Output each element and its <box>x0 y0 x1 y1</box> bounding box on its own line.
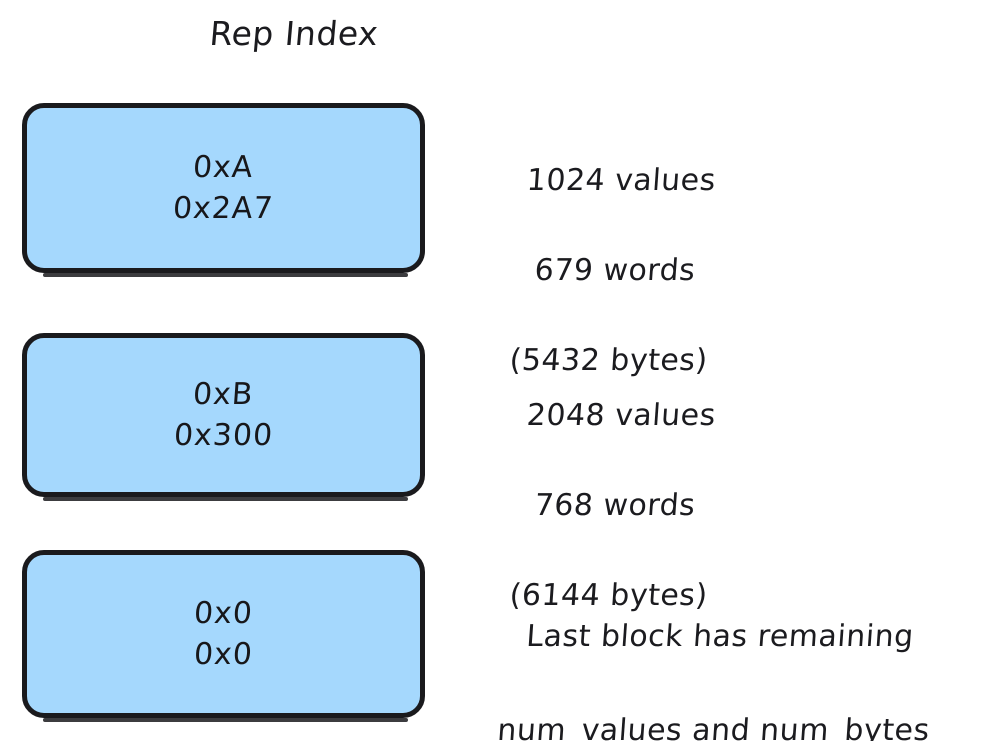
block-3-annotation: Last block has remaining num_values and … <box>425 566 993 741</box>
block-3-line-2: 0x0 <box>192 637 255 672</box>
rep-index-block-2[interactable]: 0xB 0x300 <box>22 333 425 501</box>
block-2-line-1: 0xB <box>192 377 255 412</box>
block-2-line-2: 0x300 <box>172 418 275 453</box>
block-2-annotation-values: 2048 values <box>525 398 718 433</box>
block-1-annotation-words: 679 words <box>533 253 697 288</box>
block-1-annotation-values: 1024 values <box>525 163 718 198</box>
rep-index-block-1[interactable]: 0xA 0x2A7 <box>22 103 425 277</box>
block-3-line-1: 0x0 <box>192 596 255 631</box>
block-3-annotation-line-2: num_values and num_bytes <box>496 713 931 741</box>
block-3-annotation-line-1: Last block has remaining <box>525 619 915 654</box>
block-2-annotation-words: 768 words <box>533 488 697 523</box>
block-1-line-1: 0xA <box>192 150 255 185</box>
rep-index-block-3[interactable]: 0x0 0x0 <box>22 550 425 722</box>
block-1-line-2: 0x2A7 <box>171 191 275 226</box>
page-title: Rep Index <box>208 14 381 53</box>
